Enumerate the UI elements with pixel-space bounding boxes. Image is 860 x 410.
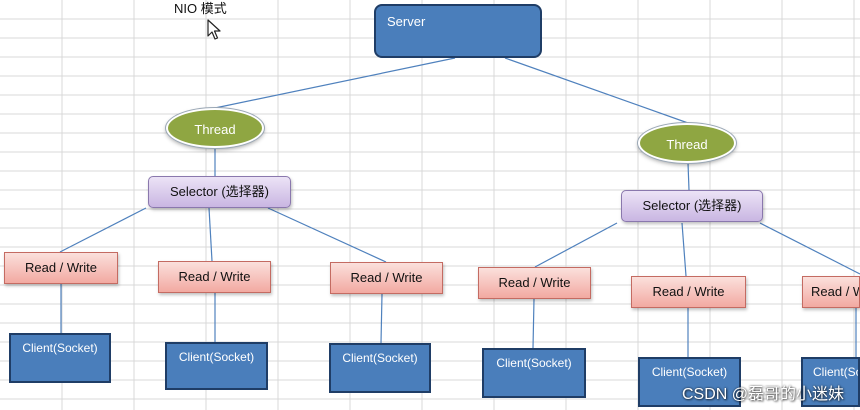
read-write-box-2-1: Read / Write — [478, 267, 591, 299]
mouse-cursor-icon — [207, 19, 221, 40]
connector-server-thread-2 — [504, 57, 689, 124]
csdn-watermark: CSDN @磊哥的小迷妹 — [681, 386, 844, 403]
connector-rw-client-2-1 — [532, 298, 535, 349]
read-write-box-2-3: Read / Write — [802, 276, 860, 308]
client-socket-box-2-3: Client(Socket) — [801, 357, 860, 407]
connector-rw-client-1-3 — [380, 293, 383, 344]
client-socket-box-1-1: Client(Socket) — [9, 333, 111, 383]
server-box: Server — [374, 4, 542, 58]
read-write-box-2-2: Read / Write — [631, 276, 746, 308]
client-socket-box-2-2: Client(Socket) — [638, 357, 741, 407]
client-socket-box-2-1: Client(Socket) — [482, 348, 586, 398]
client-socket-box-1-2: Client(Socket) — [165, 342, 268, 390]
connector-server-thread-1 — [214, 57, 456, 109]
diagram-title: NIO 模式 — [174, 1, 227, 16]
selector-box-1: Selector (选择器) — [148, 176, 291, 208]
read-write-box-1-2: Read / Write — [158, 261, 271, 293]
connector-thread-selector-2 — [687, 162, 690, 191]
connector-selector2-rw3 — [759, 222, 860, 275]
connector-selector1-rw1 — [59, 207, 147, 253]
connector-selector2-rw2 — [681, 222, 687, 277]
thread-node-2: Thread — [638, 123, 736, 163]
read-write-box-1-1: Read / Write — [4, 252, 118, 284]
read-write-box-1-3: Read / Write — [330, 262, 443, 294]
connector-selector1-rw3 — [267, 207, 387, 263]
connector-selector2-rw1 — [534, 222, 618, 268]
thread-node-1: Thread — [166, 108, 264, 148]
selector-box-2: Selector (选择器) — [621, 190, 763, 222]
client-socket-box-1-3: Client(Socket) — [329, 343, 431, 393]
connector-selector1-rw2 — [208, 207, 213, 262]
